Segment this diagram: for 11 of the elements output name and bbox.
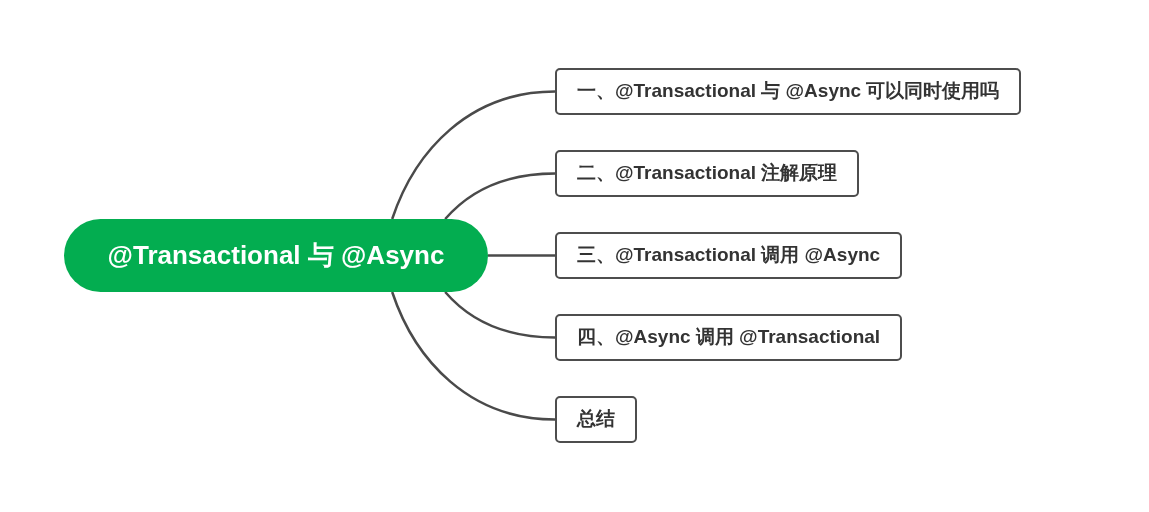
subtopic-box: 二、@Transactional 注解原理 <box>555 150 860 197</box>
subtopic-box: 总结 <box>555 396 637 443</box>
connector-line <box>444 172 556 220</box>
connector-line <box>444 291 556 339</box>
connector-line <box>488 254 555 257</box>
connector-line <box>391 291 556 421</box>
connector-line <box>391 90 556 220</box>
subtopic-box: 四、@Async 调用 @Transactional <box>555 314 903 361</box>
subtopic-box: 三、@Transactional 调用 @Async <box>555 232 903 279</box>
central-topic: @Transactional 与 @Async <box>64 219 488 292</box>
subtopic-box: 一、@Transactional 与 @Async 可以同时使用吗 <box>555 68 1022 115</box>
